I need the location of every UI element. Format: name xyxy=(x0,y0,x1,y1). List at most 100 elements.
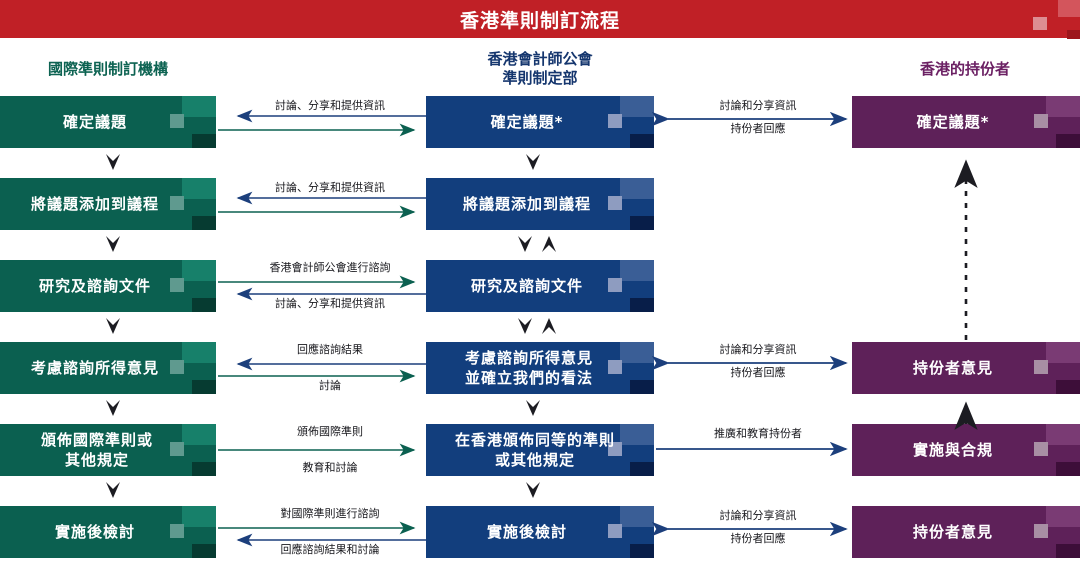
connector-label-left-4-bottom: 討論 xyxy=(319,379,341,392)
connector-label-right-4-top: 討論和分享資訊 xyxy=(719,343,797,356)
box-square-mid xyxy=(608,278,622,292)
box-square-bottom xyxy=(1056,380,1080,394)
box-square-bottom xyxy=(192,380,216,394)
box-label: 確定議題* xyxy=(490,113,564,131)
box-square-mid xyxy=(608,196,622,210)
column-heading-left: 國際準則制訂機構 xyxy=(47,60,168,78)
box-square-top xyxy=(620,260,654,281)
box-label: 確定議題* xyxy=(916,113,990,131)
box-label: 確定議題 xyxy=(62,113,127,131)
box-square-top xyxy=(1046,96,1080,117)
box-square-mid xyxy=(608,524,622,538)
box-right-4[interactable]: 持份者意見 xyxy=(852,342,1080,394)
connector-label-left-4-top: 回應諮詢結果 xyxy=(297,343,363,356)
box-square-bottom xyxy=(192,216,216,230)
box-square-top xyxy=(620,342,654,363)
connector-label-left-1-top: 討論、分享和提供資訊 xyxy=(275,99,385,112)
box-square-top xyxy=(620,424,654,445)
box-middle-2[interactable]: 將議題添加到議程 xyxy=(426,178,654,230)
box-right-1[interactable]: 確定議題* xyxy=(852,96,1080,148)
box-left-5[interactable]: 頒佈國際準則或 其他規定 xyxy=(0,424,216,476)
column-heading-middle-line1: 香港會計師公會 xyxy=(487,50,593,68)
box-square-top xyxy=(620,506,654,527)
box-label: 持份者意見 xyxy=(912,359,993,377)
box-square-mid xyxy=(608,114,622,128)
connector-label-left-5-bottom: 教育和討論 xyxy=(302,461,358,474)
box-label: 在香港頒佈同等的準則 或其他規定 xyxy=(455,430,625,470)
box-square-mid xyxy=(170,524,184,538)
box-square-mid xyxy=(170,442,184,456)
box-label: 考慮諮詢所得意見 xyxy=(30,359,159,377)
box-left-1[interactable]: 確定議題 xyxy=(0,96,216,148)
arrow-left-row2 xyxy=(218,191,426,219)
box-square-bottom xyxy=(630,216,654,230)
box-middle-3[interactable]: 研究及諮詢文件 xyxy=(426,260,654,312)
box-square-top xyxy=(182,342,216,363)
column-heading-right: 香港的持份者 xyxy=(919,60,1010,78)
arrow-left-row3 xyxy=(218,275,426,301)
box-square-mid xyxy=(170,278,184,292)
box-square-top xyxy=(1046,342,1080,363)
title-bar: 香港準則制訂流程 xyxy=(0,0,1080,39)
page-title: 香港準則制訂流程 xyxy=(459,9,620,32)
box-left-6[interactable]: 實施後檢討 xyxy=(0,506,216,558)
box-label: 考慮諮詢所得意見 並確立我們的看法 xyxy=(465,348,615,388)
decoration-square-light xyxy=(1058,0,1080,17)
box-label-line2: 其他規定 xyxy=(64,451,129,469)
box-label: 將議題添加到議程 xyxy=(30,195,159,213)
column-heading-middle-line2: 準則制定部 xyxy=(502,69,578,87)
box-square-bottom xyxy=(192,298,216,312)
column-heading-middle: 香港會計師公會 準則制定部 xyxy=(417,50,663,88)
connector-label-left-3-bottom: 討論、分享和提供資訊 xyxy=(275,297,385,310)
box-square-mid xyxy=(170,360,184,374)
connector-label-right-6-top: 討論和分享資訊 xyxy=(719,509,797,522)
box-square-mid xyxy=(1034,524,1048,538)
connector-label-right-4-bottom: 持份者回應 xyxy=(730,366,786,379)
box-label: 將議題添加到議程 xyxy=(462,195,591,213)
box-square-top xyxy=(182,178,216,199)
box-square-mid xyxy=(1034,114,1048,128)
box-label: 研究及諮詢文件 xyxy=(38,277,151,295)
box-square-top xyxy=(620,96,654,117)
arrow-left-row6 xyxy=(218,521,426,547)
box-label: 頒佈國際準則或 其他規定 xyxy=(41,430,175,470)
box-label-line1: 在香港頒佈同等的準則 xyxy=(454,431,615,449)
box-middle-4[interactable]: 考慮諮詢所得意見 並確立我們的看法 xyxy=(426,342,654,394)
box-square-bottom xyxy=(1056,134,1080,148)
box-left-3[interactable]: 研究及諮詢文件 xyxy=(0,260,216,312)
box-square-bottom xyxy=(630,134,654,148)
connector-label-left-6-bottom: 回應諮詢結果和討論 xyxy=(280,543,380,556)
box-square-top xyxy=(1046,506,1080,527)
connector-label-right-1-bottom: 持份者回應 xyxy=(730,122,786,135)
box-square-top xyxy=(1046,424,1080,445)
box-square-top xyxy=(182,506,216,527)
box-label-line1: 頒佈國際準則或 xyxy=(40,431,153,449)
box-square-top xyxy=(182,96,216,117)
box-square-bottom xyxy=(1056,462,1080,476)
box-right-6[interactable]: 持份者意見 xyxy=(852,506,1080,558)
box-right-5[interactable]: 實施與合規 xyxy=(852,424,1080,476)
box-middle-6[interactable]: 實施後檢討 xyxy=(426,506,654,558)
box-square-mid xyxy=(170,114,184,128)
box-label-line2: 或其他規定 xyxy=(494,451,575,469)
connector-label-left-2-top: 討論、分享和提供資訊 xyxy=(275,181,385,194)
box-square-bottom xyxy=(192,462,216,476)
arrow-left-row1 xyxy=(218,109,426,137)
box-square-bottom xyxy=(1056,544,1080,558)
connector-label-right-5-top: 推廣和教育持份者 xyxy=(714,427,802,440)
box-square-bottom xyxy=(630,380,654,394)
box-middle-1[interactable]: 確定議題* xyxy=(426,96,654,148)
box-square-bottom xyxy=(630,462,654,476)
box-label-line2: 並確立我們的看法 xyxy=(464,369,593,387)
box-label: 持份者意見 xyxy=(912,523,993,541)
connector-label-left-5-top: 頒佈國際準則 xyxy=(297,425,363,438)
box-left-4[interactable]: 考慮諮詢所得意見 xyxy=(0,342,216,394)
box-square-mid xyxy=(1034,442,1048,456)
box-square-top xyxy=(620,178,654,199)
box-left-2[interactable]: 將議題添加到議程 xyxy=(0,178,216,230)
box-middle-5[interactable]: 在香港頒佈同等的準則 或其他規定 xyxy=(426,424,654,476)
box-square-bottom xyxy=(630,544,654,558)
box-square-mid xyxy=(608,360,622,374)
connector-label-right-6-bottom: 持份者回應 xyxy=(730,532,786,545)
